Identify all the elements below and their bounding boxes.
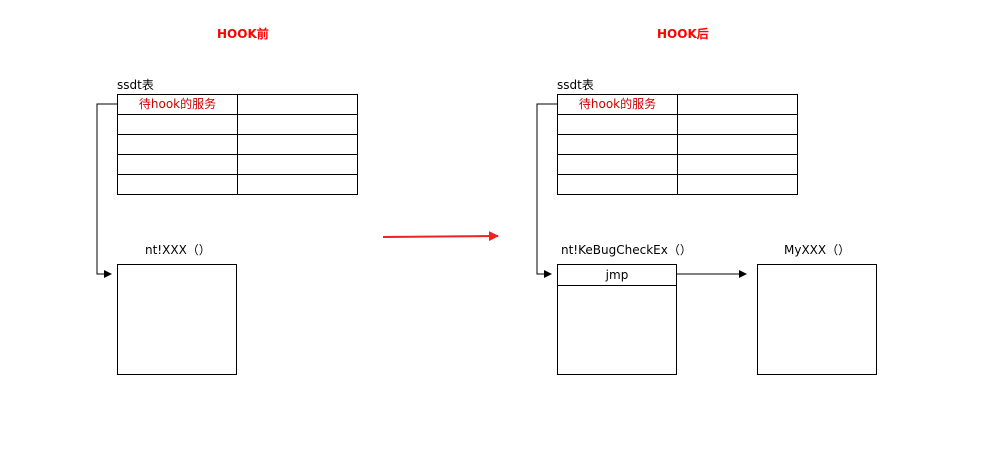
after-title: HOOK后 xyxy=(657,27,709,41)
table-cell xyxy=(677,134,798,155)
table-cell xyxy=(117,114,238,135)
table-cell xyxy=(117,134,238,155)
before-func-label: nt!XXX（） xyxy=(145,243,211,257)
table-cell xyxy=(677,114,798,135)
table-cell xyxy=(237,174,358,195)
table-cell xyxy=(677,94,798,115)
hook-func-label: MyXXX（） xyxy=(784,243,851,257)
table-row xyxy=(557,114,798,135)
table-row xyxy=(557,154,798,175)
table-row xyxy=(117,174,358,195)
before-pointer-arrow xyxy=(96,103,117,278)
after-service-cell: 待hook的服务 xyxy=(557,94,678,115)
before-title: HOOK前 xyxy=(217,27,269,41)
after-func-box: jmp xyxy=(557,264,677,375)
table-cell xyxy=(237,94,358,115)
table-cell xyxy=(677,154,798,175)
table-cell xyxy=(237,134,358,155)
hook-func-box xyxy=(757,264,877,375)
table-row: 待hook的服务 xyxy=(557,94,798,115)
table-row xyxy=(117,134,358,155)
table-row xyxy=(557,134,798,155)
table-cell xyxy=(557,154,678,175)
table-cell xyxy=(117,154,238,175)
table-cell xyxy=(677,174,798,195)
table-cell xyxy=(237,114,358,135)
table-row: 待hook的服务 xyxy=(117,94,358,115)
table-cell xyxy=(557,174,678,195)
table-row xyxy=(557,174,798,195)
table-cell xyxy=(557,114,678,135)
before-ssdt-table: 待hook的服务 xyxy=(117,94,358,195)
jmp-cell: jmp xyxy=(558,265,676,286)
before-ssdt-label: ssdt表 xyxy=(117,78,154,92)
table-cell xyxy=(237,154,358,175)
after-ssdt-table: 待hook的服务 xyxy=(557,94,798,195)
table-cell xyxy=(117,174,238,195)
transition-arrow xyxy=(382,231,499,242)
before-service-cell: 待hook的服务 xyxy=(117,94,238,115)
after-ssdt-label: ssdt表 xyxy=(557,78,594,92)
table-row xyxy=(117,114,358,135)
table-row xyxy=(117,154,358,175)
table-cell xyxy=(557,134,678,155)
after-pointer-arrow xyxy=(536,103,557,278)
after-func-label: nt!KeBugCheckEx（） xyxy=(561,243,692,257)
before-func-box xyxy=(117,264,237,375)
